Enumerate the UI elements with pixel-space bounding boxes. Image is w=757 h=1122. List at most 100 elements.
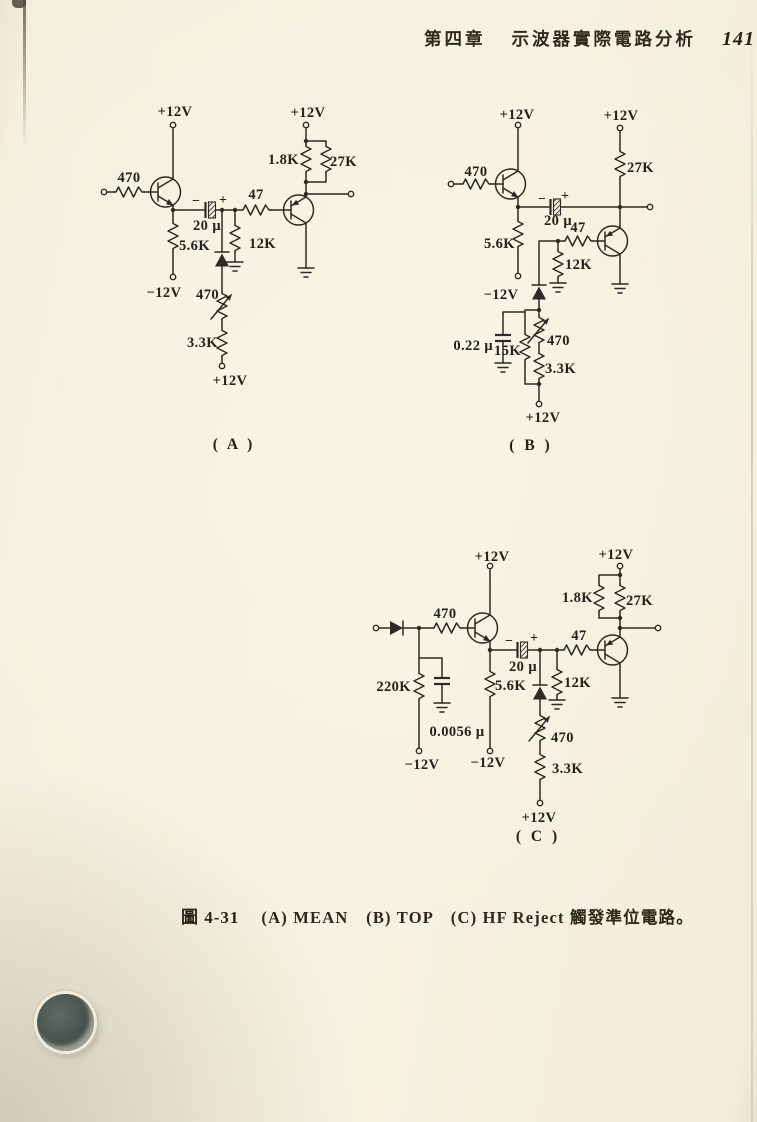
resistor-220k (413, 671, 425, 701)
component-label: 47 (570, 220, 585, 236)
supply-label: +12V (291, 105, 326, 121)
component-label: 470 (551, 730, 574, 746)
resistor-1.8k (593, 583, 605, 613)
resistor-470-input (431, 622, 463, 634)
component-label: 470 (196, 287, 219, 303)
hole-punch (37, 994, 94, 1051)
ground-symbol (549, 282, 567, 293)
component-label: 12K (564, 675, 591, 691)
chapter-title: 示波器實際電路分析 (511, 29, 696, 49)
component-label: 20 μ (544, 213, 572, 229)
component-label: 3.3K (545, 361, 576, 377)
resistor-3.3k (533, 351, 545, 381)
component-label: 47 (571, 628, 586, 644)
component-label: 470 (547, 333, 570, 349)
component-label: 1.8K (562, 590, 593, 606)
resistor-27k (614, 583, 626, 613)
diode (532, 684, 548, 701)
resistor-12k (552, 249, 564, 279)
supply-label: +12V (604, 108, 639, 124)
resistor-3.3k (216, 328, 228, 358)
component-label: 470 (118, 170, 141, 186)
capacitor-20u (204, 201, 217, 219)
page-number: 141 (722, 28, 755, 50)
caption-text: (A) MEAN (B) TOP (C) HF Reject 觸發準位電路。 (261, 908, 694, 927)
resistor-12k (229, 223, 241, 253)
component-label: 0.22 μ (453, 338, 493, 354)
wires (453, 127, 648, 403)
resistor-1.8k (300, 144, 312, 174)
cap-plus-sign: + (530, 631, 538, 646)
component-label: 27K (330, 154, 357, 170)
circuit-a-schematic: +12V 470 − + 20 μ 47 5.6K −12V 470 12K 1… (100, 104, 357, 453)
cap-plus-sign: + (561, 189, 569, 204)
supply-label: +12V (500, 107, 535, 123)
capacitor-20u (516, 641, 529, 659)
circuit-b-schematic: +12V 470 − + 20 μ +12V 27K 47 12K 5.6K −… (447, 107, 654, 454)
supply-label: +12V (213, 373, 248, 389)
supply-label: +12V (599, 547, 634, 563)
component-label: 20 μ (509, 659, 537, 675)
terminals (372, 562, 662, 807)
resistor-470-input (113, 186, 145, 198)
cap-minus-sign: − (505, 634, 513, 649)
resistor-47 (561, 644, 593, 656)
supply-label: +12V (522, 810, 557, 826)
pot-wiper-arrow (528, 715, 551, 742)
resistor-47 (562, 235, 594, 247)
figure-caption: 圖 4-31 (A) MEAN (B) TOP (C) HF Reject 觸發… (181, 903, 694, 928)
capacitor-0.22u (495, 333, 511, 343)
circuit-b-label: ( B ) (509, 437, 552, 454)
component-label: 12K (565, 257, 592, 273)
junction-dots (170, 138, 309, 213)
supply-label: −12V (471, 755, 506, 771)
component-label: 470 (434, 606, 457, 622)
ground-symbol (226, 261, 244, 272)
page-edge-shadow (751, 0, 753, 1122)
cap-plus-sign: + (219, 193, 227, 208)
input-diode (389, 620, 404, 636)
circuit-c-schematic: +12V 470 220K 0.0056 μ −12V 5.6K −12V − … (372, 547, 662, 845)
terminals (447, 121, 654, 408)
wires (105, 126, 349, 365)
ground-symbol (548, 699, 566, 710)
figure-label: 圖 4-31 (181, 908, 240, 927)
cap-minus-sign: − (192, 194, 200, 209)
resistor-5.6k (484, 669, 496, 699)
junction-dots (416, 572, 623, 653)
binding-crease (23, 0, 26, 150)
component-label: 27K (627, 160, 654, 176)
junction-dots (515, 204, 623, 387)
supply-label: +12V (526, 410, 561, 426)
supply-label: +12V (475, 549, 510, 565)
supply-label: +12V (158, 104, 193, 120)
component-label: 20 μ (193, 218, 221, 234)
supply-label: −12V (484, 287, 519, 303)
chapter-label: 第四章 (424, 29, 486, 49)
capacitor-0.0056u (434, 676, 450, 686)
cap-minus-sign: − (538, 192, 546, 207)
page-header: 第四章 示波器實際電路分析 141 (424, 26, 755, 51)
component-label: 3.3K (187, 335, 218, 351)
component-label: 0.0056 μ (430, 724, 485, 740)
component-label: 3.3K (552, 761, 583, 777)
component-label: 27K (626, 593, 653, 609)
component-label: 1.8K (268, 152, 299, 168)
component-label: 5.6K (179, 238, 210, 254)
diode (531, 284, 547, 301)
ground-symbol (611, 283, 629, 294)
supply-label: −12V (147, 285, 182, 301)
resistor-3.3k (534, 752, 546, 782)
pot-wiper-arrow (527, 317, 550, 344)
terminals (100, 121, 355, 370)
circuit-c-label: ( C ) (516, 828, 560, 845)
component-label: 220K (376, 679, 411, 695)
ground-symbol (433, 702, 451, 713)
resistor-27k (614, 149, 626, 179)
capacitor-20u (549, 198, 562, 216)
resistor-47 (240, 204, 272, 216)
component-label: 5.6K (484, 236, 515, 252)
resistor-5.6k (167, 221, 179, 251)
resistor-12k (551, 667, 563, 697)
